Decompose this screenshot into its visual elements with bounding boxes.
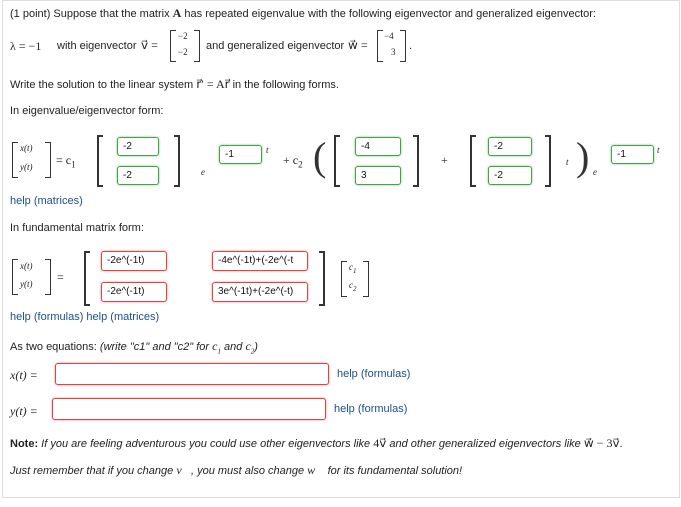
vec3-input-1[interactable]: -2 — [488, 137, 532, 156]
fund-matrix-input-22[interactable]: 3e^(-1t)+(-2e^(-t) — [212, 282, 308, 302]
plus-sign: + — [441, 153, 448, 167]
intro-text: Suppose that the matrix — [53, 8, 170, 20]
fund-matrix-input-12[interactable]: -4e^(-1t)+(-2e^(-t — [212, 251, 308, 271]
fund-lhs-x: x(t) — [20, 261, 33, 271]
exp-base-2: e — [593, 167, 597, 177]
exponent-input-1[interactable]: -1 — [219, 145, 262, 164]
v-symbol: v⃗ = — [141, 38, 158, 52]
eig-lhs-bracket-right — [45, 142, 51, 178]
period: . — [409, 40, 413, 52]
matrix-symbol: A — [172, 6, 182, 20]
note-line-1: Note: If you are feeling adventurous you… — [10, 436, 623, 450]
t-multiplier: t — [566, 157, 569, 167]
eigenvalue: λ = −1 — [10, 39, 42, 53]
w-bracket-left — [377, 30, 383, 62]
fund-matrix-bracket-right — [319, 251, 325, 306]
vec2-bracket-right — [413, 135, 419, 187]
intro-end-text: has repeated eigenvalue with the followi… — [184, 8, 596, 20]
vec1-bracket-left — [97, 135, 103, 187]
fund-lhs-bracket-left — [12, 259, 18, 295]
c-vec-bracket-left — [341, 261, 347, 297]
exp-t-1: t — [266, 145, 269, 155]
fund-lhs-bracket-right — [45, 259, 51, 295]
paren-left: ( — [313, 134, 327, 179]
x-equation-label: x(t) = — [10, 368, 38, 382]
write-solution-line: Write the solution to the linear system … — [10, 77, 339, 92]
fund-help-links: help (formulas) help (matrices) — [10, 311, 159, 323]
y-help-formulas-link[interactable]: help (formulas) — [334, 403, 408, 415]
x-help-formulas-link[interactable]: help (formulas) — [337, 368, 411, 380]
and-generalized-text: and generalized eigenvector — [206, 40, 345, 52]
note-line2-a: Just remember that if you change — [10, 465, 174, 477]
vec2-input-2[interactable]: 3 — [355, 166, 401, 185]
note-text-2: and other generalized eigenvectors like — [389, 438, 581, 450]
y-equation-label: y(t) = — [10, 404, 38, 418]
eig-lhs-y: y(t) — [20, 162, 33, 172]
v-entry-1: −2 — [178, 31, 188, 41]
v-bracket-right — [194, 30, 200, 62]
eig-lhs-x: x(t) — [20, 143, 33, 153]
w-bracket-right — [400, 30, 406, 62]
vec3-bracket-right — [545, 135, 551, 187]
write-solution-text: Write the solution to the linear system — [10, 79, 194, 91]
w-symbol: w⃗ = — [348, 38, 368, 52]
write-end-text: in the following forms. — [232, 79, 339, 91]
vec3-input-2[interactable]: -2 — [488, 166, 532, 185]
eigen-form-label: In eigenvalue/eigenvector form: — [10, 105, 164, 117]
vec1-input-2[interactable]: -2 — [117, 166, 159, 185]
help-formulas-link[interactable]: help (formulas) — [10, 311, 84, 323]
note-bold: Note: — [10, 438, 39, 450]
v-bracket-left — [170, 30, 176, 62]
note-v: v⃗ — [176, 463, 191, 477]
eq-c1: = c1 — [56, 153, 76, 170]
note-w: w⃗ — [307, 463, 325, 477]
two-equations-hint: (write "c1" and "c2" for — [99, 341, 210, 353]
c-vec-bracket-right — [363, 261, 369, 297]
w-entry-2: 3 — [391, 47, 396, 57]
paren-right: ) — [576, 134, 590, 179]
hint-c2: c2 — [245, 339, 255, 356]
note-line2-c: for its fundamental solution! — [327, 465, 463, 477]
points-label: (1 point) — [10, 8, 51, 20]
problem-statement: (1 point) Suppose that the matrix A has … — [10, 6, 596, 21]
note-w-minus: w⃗ − 3v⃗ — [583, 436, 620, 450]
eig-lhs-bracket-left — [12, 142, 18, 178]
two-equations-title: As two equations: — [10, 341, 97, 353]
exponent-input-2[interactable]: -1 — [611, 145, 654, 164]
hint-and: and — [224, 341, 243, 353]
c-vec-c1: c1 — [349, 262, 357, 275]
note-text-1: If you are feeling adventurous you could… — [41, 438, 371, 450]
exp-base-1: e — [201, 167, 205, 177]
fund-lhs-y: y(t) — [20, 279, 33, 289]
vec1-bracket-right — [174, 135, 180, 187]
fund-matrix-bracket-left — [84, 251, 90, 306]
fund-matrix-input-21[interactable]: -2e^(-1t) — [101, 282, 167, 302]
hint-c1: c1 — [212, 339, 221, 356]
note-4v: 4v⃗ — [373, 436, 387, 450]
fund-eq: = — [57, 270, 64, 284]
y-equation-input[interactable] — [52, 398, 326, 420]
vec2-input-1[interactable]: -4 — [355, 137, 401, 156]
w-entry-1: −4 — [384, 31, 394, 41]
vec3-bracket-left — [470, 135, 476, 187]
help-matrices-link[interactable]: help (matrices) — [10, 195, 83, 207]
problem-panel — [2, 0, 680, 498]
note-line2-b: , you must also change — [190, 465, 305, 477]
vec2-bracket-left — [334, 135, 340, 187]
vec1-input-1[interactable]: -2 — [117, 137, 159, 156]
with-eigenvector-text: with eigenvector — [57, 40, 137, 52]
two-equations-label: As two equations: (write "c1" and "c2" f… — [10, 339, 258, 355]
fundamental-form-label: In fundamental matrix form: — [10, 222, 144, 234]
exp-t-2: t — [657, 145, 660, 155]
plus-c2: + c2 — [283, 153, 303, 170]
hint-end: ) — [254, 341, 258, 353]
fund-matrix-input-11[interactable]: -2e^(-1t) — [101, 251, 167, 271]
v-entry-2: −2 — [178, 47, 188, 57]
system-equation: r⃗′ = Ar⃗ — [196, 77, 230, 91]
c-vec-c2: c2 — [349, 280, 357, 293]
note-line-2: Just remember that if you change v⃗, you… — [10, 463, 462, 478]
x-equation-input[interactable] — [55, 363, 329, 385]
help-matrices-link-2[interactable]: help (matrices) — [86, 311, 160, 323]
